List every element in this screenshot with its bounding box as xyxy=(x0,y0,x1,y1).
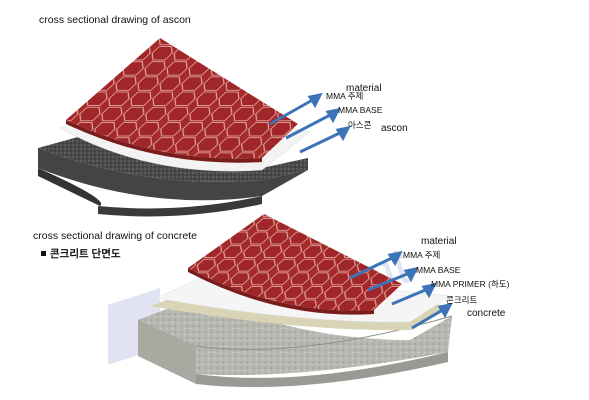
ascon-label-mma-main: MMA 주제 xyxy=(326,91,364,101)
ascon-title: cross sectional drawing of ascon xyxy=(39,14,191,26)
concrete-heading-kr-text: 콘크리트 단면도 xyxy=(50,248,121,260)
bullet-icon xyxy=(41,251,46,256)
ascon-label-material: material xyxy=(346,83,382,94)
concrete-title: cross sectional drawing of concrete xyxy=(33,230,197,242)
ascon-label-ascon-kr: 아스콘 xyxy=(348,120,372,130)
concrete-label-concrete: concrete xyxy=(467,308,506,319)
concrete-label-concrete-kr: 콘크리트 xyxy=(446,295,478,305)
mma-surface-layer xyxy=(66,38,298,163)
concrete-label-material: material xyxy=(421,236,457,247)
ascon-label-ascon: ascon xyxy=(381,123,408,134)
concrete-label-mma-main: MMA 주제 xyxy=(403,250,441,260)
concrete-mma-surface-layer xyxy=(188,214,402,315)
ascon-label-mma-base: MMA BASE xyxy=(338,105,383,115)
concrete-heading-kr: 콘크리트 단면도 xyxy=(41,249,121,260)
concrete-label-mma-base: MMA BASE xyxy=(416,265,461,275)
concrete-label-mma-primer: MMA PRIMER (하도) xyxy=(431,279,510,289)
